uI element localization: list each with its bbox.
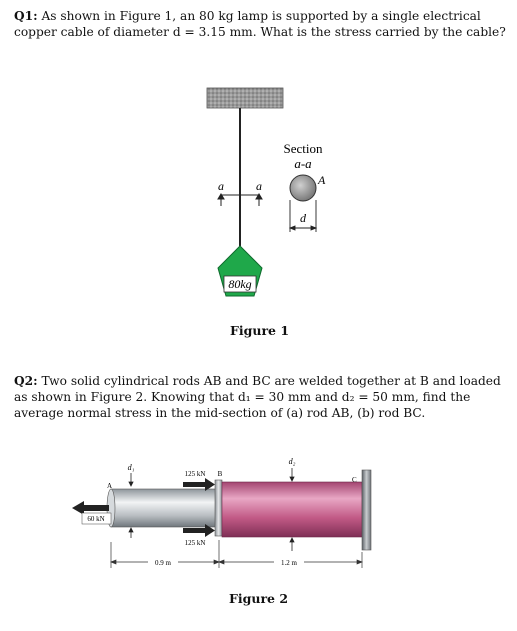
- point-b-label: B: [218, 470, 223, 478]
- load-bottom-label: 125 kN: [185, 539, 206, 547]
- load-left-label: 60 kN: [87, 515, 104, 523]
- question-2-label: Q2:: [14, 374, 38, 388]
- figure-1-caption: Figure 1: [230, 323, 290, 338]
- wall-c: [361, 469, 372, 551]
- d2-marker: [289, 468, 295, 551]
- cut-label-left: a: [218, 179, 224, 193]
- dim-ab-label: 0.9 m: [155, 559, 172, 567]
- cable-cross-section: [289, 174, 317, 202]
- d1-label: d₁: [128, 463, 135, 472]
- question-1: Q1: As shown in Figure 1, an 80 kg lamp …: [14, 8, 506, 40]
- diameter-dimension: [288, 200, 318, 232]
- dimension-lines: [110, 540, 363, 568]
- weld-plate-b: [214, 479, 223, 537]
- section-name: a-a: [294, 156, 312, 171]
- d1-marker: [128, 473, 134, 538]
- point-c-label: C: [352, 476, 357, 484]
- point-a-label: A: [107, 482, 112, 490]
- section-cut-marks: [217, 193, 263, 206]
- question-2-text: Two solid cylindrical rods AB and BC are…: [14, 374, 501, 420]
- question-2: Q2: Two solid cylindrical rods AB and BC…: [14, 373, 506, 421]
- rod-bc: [221, 481, 363, 538]
- cut-label-right: a: [256, 179, 262, 193]
- dim-bc-label: 1.2 m: [281, 559, 298, 567]
- lamp-label: 80kg: [228, 277, 251, 291]
- load-arrow-top: [183, 478, 215, 491]
- diameter-label: d: [300, 211, 307, 225]
- ceiling-support: [206, 87, 284, 109]
- question-1-label: Q1:: [14, 9, 38, 23]
- load-top-label: 125 kN: [185, 470, 206, 478]
- load-left-box: [81, 512, 112, 525]
- figure-2-caption: Figure 2: [229, 591, 289, 606]
- load-arrow-bottom: [183, 524, 215, 537]
- section-point-label: A: [317, 173, 326, 187]
- lamp-label-box: [223, 275, 257, 293]
- section-title: Section: [284, 141, 323, 156]
- load-arrow-left: [72, 501, 109, 515]
- rod-ab: [110, 488, 220, 528]
- d2-label: d₂: [289, 457, 296, 466]
- question-1-text: As shown in Figure 1, an 80 kg lamp is s…: [14, 9, 506, 39]
